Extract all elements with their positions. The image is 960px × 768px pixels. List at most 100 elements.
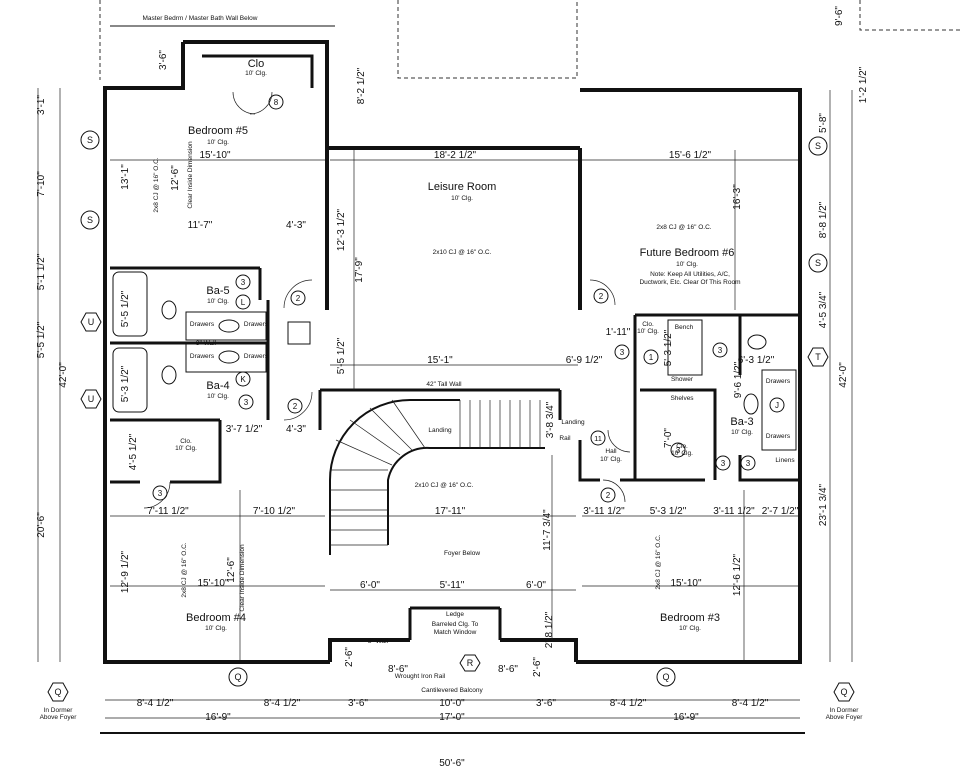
tag-3-h: 3 [740,455,756,471]
labels-landing2: Landing [561,419,585,426]
dims-d_6_9: 6'-9 1/2" [566,355,603,366]
dims-d_2_6: 2'-6" [532,657,543,677]
dims-d_3_11b: 3'-11 1/2" [713,506,755,517]
dims-d_5_3: 5'-3 1/2" [120,365,131,402]
dims-d_3_11: 3'-11 1/2" [583,506,625,517]
rooms-bedroom4-d1: 12'-9 1/2" [120,550,131,593]
tag-s-1: S [80,130,100,150]
rooms-clo_top-ceiling: 10' Clg. [245,70,267,77]
rooms-bedroom4-d2: 12'-6" [226,557,237,583]
dims-d_6_0a: 6'-0" [360,580,380,591]
rooms-ledge-line2: Barreled Clg. To [432,621,479,628]
tag-3-e: 3 [712,342,728,358]
tags-n3: 3 [721,459,726,468]
tag-3-f: 3 [670,442,686,458]
tag-3-g: 3 [715,455,731,471]
rooms-ba3-name: Ba-3 [730,416,753,428]
dims-left_20_6: 20'-6" [36,512,47,538]
dims-bot_16_9a: 16'-9" [205,712,231,723]
tag-r: R [459,654,481,672]
tag-u-2: U [80,389,102,409]
labels-dormer_right_1: In Dormer [830,707,860,714]
door-swings [143,91,631,509]
rooms-bedroom5-joist: 2x8 CJ @ 16" O.C. [153,157,160,212]
dims-bot_16_9b: 16'-9" [673,712,699,723]
tags-n1: 1 [649,353,654,362]
dims-right_8_8: 8'-8 1/2" [818,201,829,238]
rooms-balcony-rail: Wrought Iron Rail [395,673,446,680]
rooms-bedroom4-joist: 2x8 CJ @ 16" O.C. [181,542,188,597]
dims-d_11_7: 11'-7" [188,220,213,231]
dims-d_6_0b: 6'-0" [526,580,546,591]
rooms-future_bedroom6-ceiling: 10' Clg. [676,261,698,268]
tag-2-b: 2 [287,398,303,414]
dims-right_42: 42'-0" [838,362,849,388]
dims-d_8_6a: 8'-6" [388,664,408,675]
labels-dormer_left_1: In Dormer [44,707,74,714]
dims-d_3_8: 3'-8 3/4" [545,401,556,438]
rooms-bedroom5-ceiling: 10' Clg. [207,139,229,146]
tag-q-1: Q [228,667,248,687]
rooms-future_bedroom6-note2: Ductwork, Etc. Clear Of This Room [639,279,740,286]
rooms-leisure-joist: 2x10 CJ @ 16" O.C. [433,249,492,256]
rooms-future_bedroom6-name: Future Bedroom #6 [640,247,735,259]
dims-right_23_1: 23'-1 3/4" [818,483,829,526]
upper-dashed-outline [99,0,960,80]
tags-n11: 11 [594,434,602,443]
rooms-foyer-width: 17'-11" [435,506,466,517]
rooms-bedroom5-depth: 13'-1" [120,164,131,190]
dims-d_8_2: 8'-2 1/2" [356,67,367,104]
rooms-bedroom3-d1: 12'-6 1/2" [732,553,743,596]
rooms-hall-ceiling: 10' Clg. [600,456,622,463]
tag-k: K [235,371,251,387]
dims-d_6_3: 6'-3 1/2" [738,355,775,366]
rooms-bedroom4-ceiling: 10' Clg. [205,625,227,632]
dims-d_15_1: 15'-1" [427,355,453,366]
labels-dormer_right_2: Above Foyer [826,714,864,721]
labels-shower: Shower [671,376,694,383]
dims-d_4_3b: 4'-3" [286,424,306,435]
tag-t: T [807,347,829,367]
dims-bot_8_4c: 8'-4 1/2" [610,698,647,709]
dims-d_5_3c: 5'-3 1/2" [650,506,687,517]
rooms-balcony-label: Cantilevered Balcony [421,687,483,694]
dims-d_7_11: 7'-11 1/2" [147,506,189,517]
tags-k: K [240,375,246,384]
rooms-bedroom4-width: 15'-10" [197,578,228,589]
dims-d_8_6b: 8'-6" [498,664,518,675]
dims-d_5_5b: 5'-5 1/2" [120,290,131,327]
dims-d_5_3b: 5'-3 1/2" [663,329,674,366]
dims-d_9_6: 9'-6 1/2" [733,361,744,398]
labels-rail: Rail [559,435,571,442]
labels-drawers: Drawers [190,321,215,328]
rooms-bedroom5-width: 15'-10" [199,150,230,161]
rooms-future_bedroom6-note1: Note: Keep All Utilities, A/C, [650,271,730,278]
dims-d_7_10: 7'-10 1/2" [253,506,296,517]
bath-fixtures [112,271,797,451]
curved-stair [329,399,545,555]
header-dim_top_right: 9'-6" [834,6,845,26]
rooms-leisure-name: Leisure Room [428,181,496,193]
labels-shelves: Shelves [670,395,694,402]
rooms-clo_center-name: Clo. [676,443,688,450]
dims-left_3_1: 3'-1" [36,95,47,115]
tag-11: 11 [590,430,606,446]
dims-d_5_5: 5'-5 1/2" [336,337,347,374]
dims-bot_10_0: 10'-0" [439,698,465,709]
dims-bot_8_4b: 8'-4 1/2" [264,698,301,709]
rooms-bedroom4-clear_note: Clear Inside Dimension [239,544,246,612]
tags-n8: 8 [274,98,279,107]
rooms-ba4-name: Ba-4 [206,380,229,392]
header-dim_top_left: 3'-6" [158,50,169,70]
dims-d_2_7: 2'-7 1/2" [762,506,799,517]
tag-2-a: 2 [290,290,306,306]
rooms-future_bedroom6-joist: 2x8 CJ @ 16" O.C. [656,224,711,231]
dims-d_4_3a: 4'-3" [286,220,306,231]
tags-s: S [87,215,93,225]
rooms-future_bedroom6-width: 15'-6 1/2" [669,150,712,161]
tags-n3: 3 [620,348,625,357]
rooms-bedroom3-ceiling: 10' Clg. [679,625,701,632]
tags-n3: 3 [718,346,723,355]
tag-u-1: U [80,312,102,332]
tag-l: L [235,294,251,310]
